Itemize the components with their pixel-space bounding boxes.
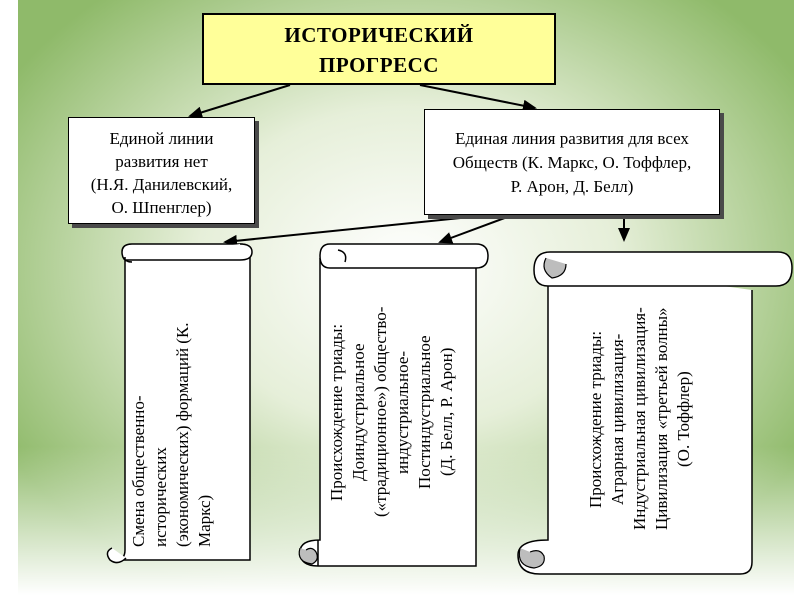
left-box-line-1: Единой линии (109, 129, 214, 148)
scroll-2-line-3: («традиционное») общество- (371, 306, 390, 518)
scroll-2-line-4: индустриальное- (393, 350, 412, 474)
right-box-line-1: Единая линия развития для всех (455, 129, 689, 148)
right-box-line-2: Обществ (К. Маркс, О. Тоффлер, (452, 153, 692, 172)
title-box: ИСТОРИЧЕСКИЙ ПРОГРЕСС (202, 13, 556, 85)
scroll-3-line-5: (О. Тоффлер) (674, 371, 693, 467)
scroll-2-line-5: Постиндустриальное (415, 335, 434, 489)
scroll-3-line-4: Цивилизация «третьей волны» (652, 307, 671, 531)
scroll-1-line-3: (экономических) формаций (К. (173, 322, 192, 547)
scroll-2-line-2: Доиндустриальное (349, 343, 368, 481)
right-box-line-3: Р. Арон, Д. Белл) (510, 177, 634, 196)
no-single-line-box: Единой линии развития нет (Н.Я. Данилевс… (68, 117, 255, 224)
scroll-1-line-2: исторических (151, 447, 170, 547)
title-line-1: ИСТОРИЧЕСКИЙ (284, 23, 474, 47)
scroll-3-line-2: Аграрная цивилизация- (608, 333, 627, 505)
scroll-3-text: Происхождение триады: Аграрная цивилизац… (585, 300, 700, 538)
left-box-line-4: О. Шпенглер) (111, 198, 212, 217)
scroll-3-line-1: Происхождение триады: (586, 330, 605, 508)
left-box-line-2: развития нет (115, 152, 208, 171)
scroll-2-line-6: (Д. Белл, Р. Арон) (437, 347, 456, 477)
scroll-1-line-1: Смена общественно- (129, 395, 148, 547)
title-line-2: ПРОГРЕСС (319, 53, 439, 77)
scroll-2-line-1: Происхождение триады: (327, 323, 346, 501)
single-line-box: Единая линия развития для всех Обществ (… (424, 109, 720, 215)
scroll-1-line-4: Маркс) (195, 494, 214, 547)
scroll-1-text: Смена общественно- исторических (экономи… (128, 262, 246, 547)
left-box-line-3: (Н.Я. Данилевский, (90, 175, 233, 194)
scroll-2-text: Происхождение триады: Доиндустриальное (… (326, 286, 466, 538)
scroll-3-line-3: Индустриальная цивилизация- (630, 307, 649, 531)
